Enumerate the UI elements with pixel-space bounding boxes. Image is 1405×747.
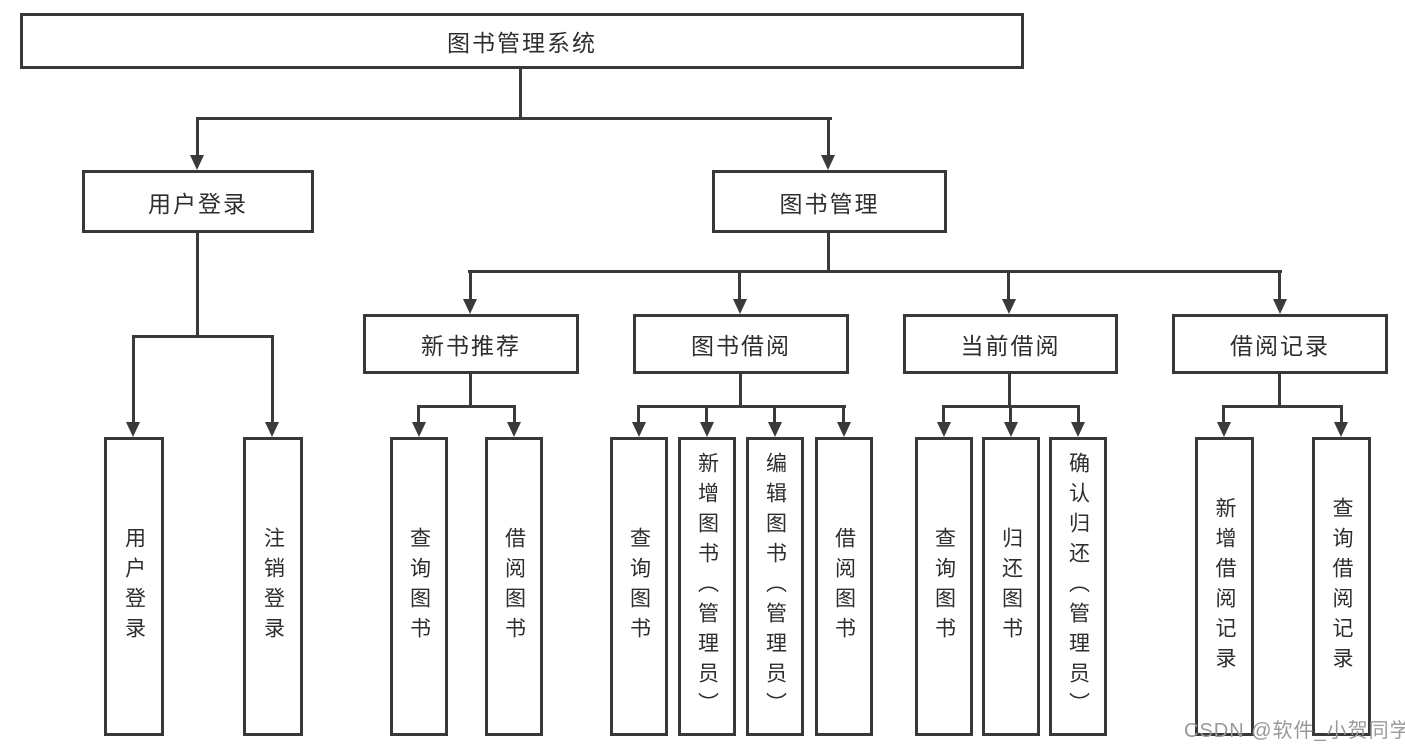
- arrow-down: [463, 299, 477, 314]
- leaf-add-book-admin: 新增图书（管理员）: [678, 437, 736, 736]
- arrow-down: [733, 299, 747, 314]
- node-book-borrowing-label: 图书借阅: [691, 333, 791, 359]
- connector-line: [1222, 405, 1343, 408]
- leaf-confirm-return-admin: 确认归还（管理员）: [1049, 437, 1107, 736]
- connector-line: [705, 405, 708, 423]
- leaf-add-book-admin-label: 新增图书（管理员）: [695, 451, 719, 722]
- node-current-borrowing: 当前借阅: [903, 314, 1118, 374]
- connector-line: [827, 233, 830, 272]
- connector-line: [196, 233, 199, 337]
- node-user-login-label: 用户登录: [148, 190, 248, 217]
- leaf-confirm-return-admin-label: 确认归还（管理员）: [1066, 451, 1090, 722]
- connector-line: [417, 405, 516, 408]
- node-book-management-label: 图书管理: [779, 190, 880, 217]
- connector-line: [196, 117, 832, 120]
- leaf-query-books-current: 查询图书: [915, 437, 973, 736]
- leaf-borrow-books-recommend: 借阅图书: [485, 437, 543, 736]
- leaf-query-books-recommend: 查询图书: [390, 437, 448, 736]
- connector-line: [196, 117, 199, 157]
- connector-line: [1340, 405, 1343, 423]
- connector-line: [942, 405, 945, 423]
- arrow-down: [1273, 299, 1287, 314]
- connector-line: [271, 335, 274, 422]
- leaf-user-login: 用户登录: [104, 437, 164, 736]
- connector-line: [1007, 270, 1010, 301]
- leaf-edit-book-admin: 编辑图书（管理员）: [746, 437, 804, 736]
- node-new-book-recommendation: 新书推荐: [363, 314, 579, 374]
- arrow-down: [1334, 422, 1348, 437]
- leaf-user-login-label: 用户登录: [122, 526, 146, 647]
- leaf-query-books-borrowing-label: 查询图书: [627, 526, 651, 647]
- leaf-return-books: 归还图书: [982, 437, 1040, 736]
- node-current-borrowing-label: 当前借阅: [960, 333, 1061, 359]
- node-book-borrowing: 图书借阅: [633, 314, 849, 374]
- arrow-down: [126, 422, 140, 437]
- node-root: 图书管理系统: [20, 13, 1024, 69]
- connector-line: [519, 68, 522, 119]
- connector-line: [827, 117, 830, 157]
- arrow-down: [768, 422, 782, 437]
- arrow-down: [1071, 422, 1085, 437]
- watermark: CSDN @软件_小贺同学: [1184, 720, 1405, 742]
- node-new-book-recommendation-label: 新书推荐: [421, 333, 521, 359]
- arrow-down: [265, 422, 279, 437]
- connector-line: [1222, 405, 1225, 423]
- connector-line: [842, 405, 845, 423]
- leaf-query-borrow-record: 查询借阅记录: [1312, 437, 1371, 736]
- leaf-borrow-books-recommend-label: 借阅图书: [502, 526, 526, 647]
- arrow-down: [190, 155, 204, 170]
- arrow-down: [837, 422, 851, 437]
- node-borrowing-records-label: 借阅记录: [1230, 333, 1330, 359]
- leaf-add-borrow-record-label: 新增借阅记录: [1213, 496, 1236, 677]
- connector-line: [132, 335, 135, 422]
- connector-line: [1278, 270, 1281, 301]
- leaf-borrow-books-borrowing: 借阅图书: [815, 437, 873, 736]
- arrow-down: [1004, 422, 1018, 437]
- connector-line: [738, 270, 741, 301]
- connector-line: [468, 270, 1282, 273]
- leaf-borrow-books-borrowing-label: 借阅图书: [832, 526, 856, 647]
- connector-line: [1077, 405, 1080, 423]
- leaf-return-books-label: 归还图书: [999, 526, 1023, 647]
- leaf-query-books-borrowing: 查询图书: [610, 437, 668, 736]
- leaf-add-borrow-record: 新增借阅记录: [1195, 437, 1254, 736]
- leaf-query-books-current-label: 查询图书: [932, 526, 956, 647]
- connector-line: [739, 374, 742, 407]
- leaf-edit-book-admin-label: 编辑图书（管理员）: [763, 451, 787, 722]
- leaf-logout: 注销登录: [243, 437, 303, 736]
- node-root-label: 图书管理系统: [447, 30, 597, 56]
- connector-line: [637, 405, 846, 408]
- arrow-down: [821, 155, 835, 170]
- connector-line: [513, 405, 516, 423]
- leaf-logout-label: 注销登录: [261, 526, 285, 647]
- leaf-query-books-recommend-label: 查询图书: [407, 526, 431, 647]
- connector-line: [1278, 374, 1281, 407]
- arrow-down: [700, 422, 714, 437]
- arrow-down: [632, 422, 646, 437]
- arrow-down: [937, 422, 951, 437]
- arrow-down: [507, 422, 521, 437]
- arrow-down: [412, 422, 426, 437]
- connector-line: [773, 405, 776, 423]
- node-user-login: 用户登录: [82, 170, 314, 233]
- arrow-down: [1002, 299, 1016, 314]
- node-borrowing-records: 借阅记录: [1172, 314, 1388, 374]
- connector-line: [1009, 405, 1012, 423]
- connector-line: [132, 335, 273, 338]
- connector-line: [637, 405, 640, 423]
- connector-line: [417, 405, 420, 423]
- leaf-query-borrow-record-label: 查询借阅记录: [1330, 496, 1353, 677]
- connector-line: [469, 270, 472, 301]
- node-book-management: 图书管理: [712, 170, 947, 233]
- connector-line: [1008, 374, 1011, 407]
- connector-line: [469, 374, 472, 407]
- arrow-down: [1217, 422, 1231, 437]
